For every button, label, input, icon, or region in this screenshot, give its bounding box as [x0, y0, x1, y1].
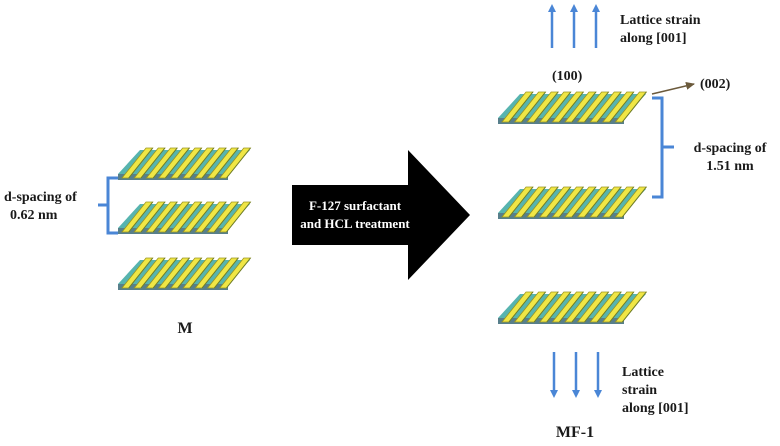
left-d-spacing-bracket: [98, 176, 118, 235]
fiber-edge: [152, 147, 178, 179]
fiber-edge: [584, 186, 609, 218]
fiber-edge: [596, 291, 622, 323]
fiber-edge: [621, 291, 647, 323]
fiber-edge: [571, 91, 597, 123]
plane-100-label: (100): [552, 69, 583, 84]
right-d-spacing-label-line2: 1.51 nm: [706, 159, 754, 174]
left-d-spacing-label-line1: d-spacing of: [4, 190, 77, 205]
fiber-layer: [118, 147, 252, 180]
process-arrow: [292, 150, 470, 280]
fiber-layer: [498, 91, 648, 124]
fiber-edge: [128, 201, 154, 233]
sample-label-mf1: MF-1: [555, 424, 595, 441]
fiber-edge: [164, 201, 190, 233]
fiber-edge: [621, 186, 647, 218]
fiber-edge: [584, 291, 609, 323]
fiber-edge: [508, 291, 534, 323]
fiber-edge: [558, 91, 584, 123]
fiber-edge: [164, 257, 190, 289]
fiber-edge: [571, 186, 597, 218]
bottom-strain-label-line3: along [001]: [622, 401, 689, 416]
fiber-edge: [621, 91, 647, 123]
process-arrow-text-line1: F-127 surfactant: [308, 198, 402, 213]
fiber-edge: [226, 257, 251, 289]
mf1-layer-stack: [498, 91, 648, 324]
fiber-edge: [546, 186, 572, 218]
fiber-layer: [118, 201, 252, 234]
fiber-edge: [201, 147, 227, 179]
fiber-edge: [558, 186, 584, 218]
plane-002-label: (002): [700, 77, 731, 92]
fiber-layer: [498, 186, 648, 219]
fiber-edge: [508, 186, 534, 218]
m-layer-stack: [118, 147, 252, 290]
right-d-spacing-bracket: [652, 96, 674, 199]
fiber-edge: [546, 91, 572, 123]
fiber-edge: [164, 147, 190, 179]
fiber-edge: [533, 186, 559, 218]
fiber-edge: [508, 91, 534, 123]
sample-label-m: M: [177, 320, 193, 337]
top-strain-label-line2: along [001]: [620, 31, 687, 46]
bottom-strain-arrows: [550, 352, 602, 398]
fiber-edge: [521, 186, 546, 218]
fiber-edge: [152, 257, 178, 289]
fiber-edge: [189, 147, 215, 179]
fiber-edge: [226, 201, 251, 233]
fiber-edge: [213, 201, 239, 233]
fiber-edge: [201, 257, 227, 289]
fiber-edge: [201, 201, 227, 233]
fiber-edge: [584, 91, 609, 123]
fiber-edge: [140, 257, 166, 289]
fiber-edge: [571, 291, 597, 323]
fiber-edge: [546, 291, 572, 323]
fiber-edge: [213, 147, 239, 179]
fiber-edge: [609, 186, 635, 218]
fiber-edge: [609, 291, 635, 323]
fiber-edge: [226, 147, 251, 179]
fiber-edge: [189, 201, 215, 233]
fiber-edge: [140, 201, 166, 233]
process-arrow-text-line2: and HCL treatment: [300, 216, 410, 231]
fiber-edge: [128, 257, 154, 289]
fiber-edge: [140, 147, 166, 179]
bottom-strain-label-line2: strain: [622, 383, 657, 398]
fiber-edge: [152, 201, 178, 233]
fiber-layer: [498, 291, 648, 324]
plane-002-direction-arrow: [651, 81, 695, 95]
fiber-edge: [177, 201, 203, 233]
bottom-strain-label-line1: Lattice: [622, 365, 664, 380]
fiber-layer: [118, 257, 252, 290]
fiber-edge: [596, 186, 622, 218]
fiber-edge: [213, 257, 239, 289]
fiber-edge: [533, 91, 559, 123]
fiber-edge: [609, 91, 635, 123]
fiber-edge: [533, 291, 559, 323]
fiber-edge: [558, 291, 584, 323]
fiber-edge: [189, 257, 215, 289]
fiber-edge: [521, 91, 546, 123]
fiber-edge: [128, 147, 154, 179]
fiber-edge: [177, 257, 203, 289]
top-strain-arrows: [548, 4, 600, 48]
top-strain-label-line1: Lattice strain: [620, 13, 701, 28]
left-d-spacing-label-line2: 0.62 nm: [10, 208, 58, 223]
right-d-spacing-label-line1: d-spacing of: [693, 141, 767, 156]
fiber-edge: [177, 147, 203, 179]
fiber-edge: [596, 91, 622, 123]
fiber-edge: [521, 291, 546, 323]
